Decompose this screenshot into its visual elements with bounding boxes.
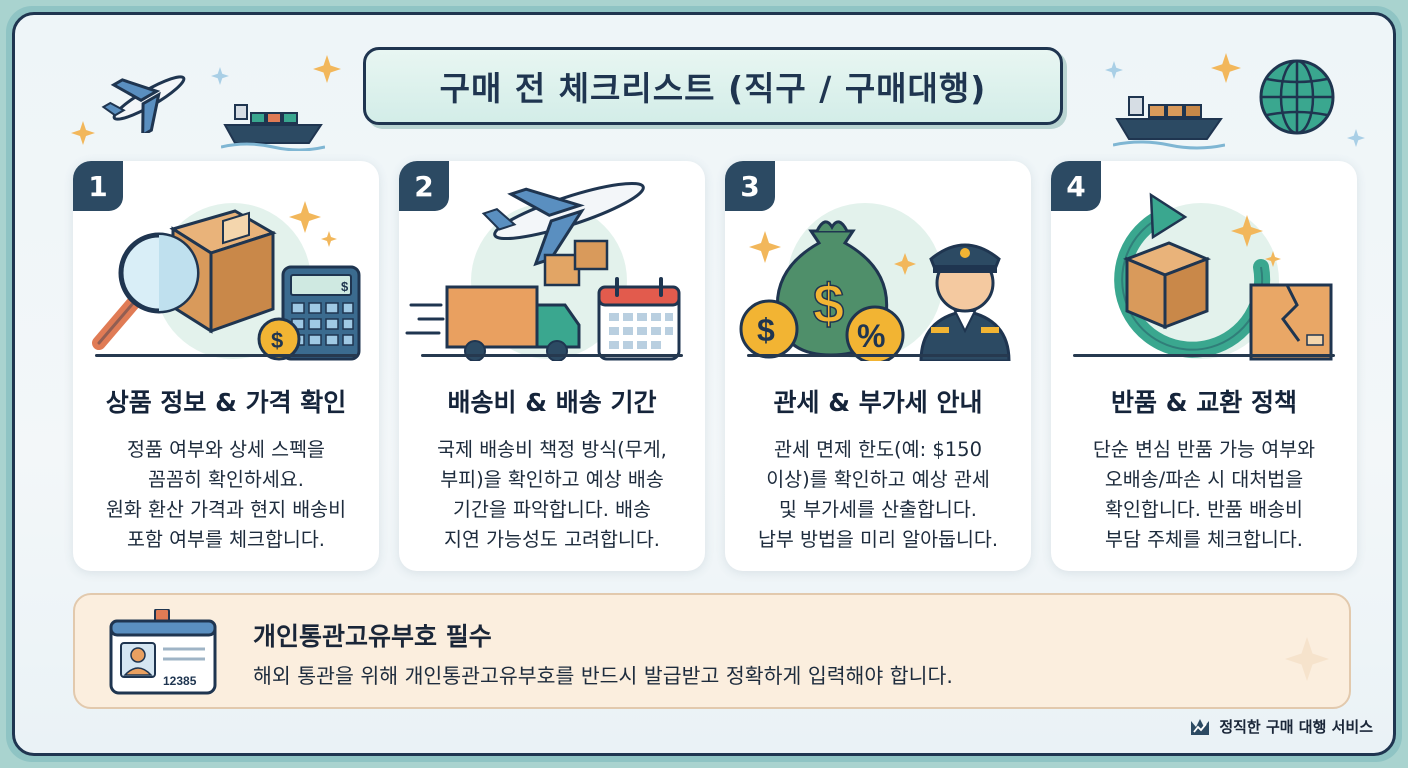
box-icon [543,239,609,287]
customs-officer-icon [919,243,1011,361]
desc-line: 및 부가세를 산출합니다. [779,498,977,521]
svg-text:%: % [857,318,885,354]
notice-heading: 개인통관고유부호 필수 [253,622,492,651]
notice-text: 해외 통관을 위해 개인통관고유부호를 반드시 발급받고 정확하게 입력해야 합… [253,664,953,688]
sparkle-icon [1285,637,1329,681]
brand-name: 정직한 구매 대행 서비스 [1219,717,1373,736]
airplane-icon [101,75,186,133]
card-description: 단순 변심 반품 가능 여부와 오배송/파손 시 대처법을 확인합니다. 반품 … [1063,435,1345,555]
id-card-icon: 12385 [109,609,217,695]
sparkle-icon [1105,61,1123,79]
sparkle-icon [71,121,95,145]
card-illustration: $ $ [92,201,361,361]
card-illustration: $ $ % [739,203,1011,361]
desc-line: 확인합니다. 반품 배송비 [1105,498,1303,521]
calculator-icon: $ [281,265,361,361]
card-description: 국제 배송비 책정 방식(무게, 부피)을 확인하고 예상 배송 기간을 파악합… [411,435,693,555]
desc-line: 부피)을 확인하고 예상 배송 [440,468,664,491]
illustration-baseline [95,354,357,357]
card-number-badge: 2 [399,161,449,211]
brand-logo-icon [1191,719,1210,735]
customs-code-notice: 12385 개인통관고유부호 필수 해외 통관을 위해 개인통관고유부호를 반드… [73,593,1351,709]
footer-brand: 정직한 구매 대행 서비스 [1189,715,1373,737]
svg-text:$: $ [813,272,844,335]
illustration-baseline [1073,354,1335,357]
card-heading: 상품 정보 & 가격 확인 [105,388,347,417]
sparkle-icon [1347,129,1365,147]
globe-icon [1259,59,1335,135]
truck-icon [405,285,581,361]
desc-line: 관세 면제 한도(예: $150 [774,438,982,461]
checklist-card-1: 1 $ [73,161,379,571]
desc-line: 부담 주체를 체크합니다. [1105,528,1303,551]
card-number-badge: 4 [1051,161,1101,211]
coin-icon: $ [257,317,301,361]
illustration-baseline [421,354,683,357]
svg-text:$: $ [341,279,349,294]
desc-line: 오배송/파손 시 대처법을 [1104,468,1304,491]
cargo-ship-icon [221,104,325,151]
sparkle-icon [1211,53,1241,83]
title-box: 구매 전 체크리스트 (직구 / 구매대행) [363,47,1063,125]
checklist-card-4: 4 반품 & 교환 정책 단순 변심 반품 가능 여 [1051,161,1357,571]
box-icon [1122,241,1212,330]
card-heading: 반품 & 교환 정책 [1111,388,1297,417]
svg-text:$: $ [271,328,283,353]
damaged-box-icon [1249,283,1333,361]
magnifier-icon [92,232,200,350]
cargo-ship-icon [1113,96,1225,150]
desc-line: 국제 배송비 책정 방식(무게, [437,438,667,461]
desc-line: 이상)를 확인하고 예상 관세 [766,468,990,491]
percent-coin-icon: % [845,305,905,361]
desc-line: 지연 가능성도 고려합니다. [444,528,660,551]
calendar-icon [597,277,681,361]
desc-line: 단순 변심 반품 가능 여부와 [1092,438,1316,461]
card-number-badge: 1 [73,161,123,211]
dollar-coin-icon: $ [739,299,799,359]
svg-text:$: $ [757,312,775,348]
card-description: 관세 면제 한도(예: $150 이상)를 확인하고 예상 관세 및 부가세를 … [737,435,1019,555]
page-title: 구매 전 체크리스트 (직구 / 구매대행) [439,69,987,108]
airplane-icon [481,181,645,267]
infographic-panel: 구매 전 체크리스트 (직구 / 구매대행) 1 $ [12,12,1396,756]
card-heading: 관세 & 부가세 안내 [773,388,983,417]
card-description: 정품 여부와 상세 스펙을 꼼꼼히 확인하세요. 원화 환산 가격과 현지 배송… [85,435,367,555]
checklist-card-3: 3 $ $ % [725,161,1031,571]
desc-line: 정품 여부와 상세 스펙을 [127,438,325,461]
desc-line: 포함 여부를 체크합니다. [127,528,325,551]
desc-line: 기간을 파악합니다. 배송 [453,498,651,521]
card-heading: 배송비 & 배송 기간 [447,388,657,417]
sparkle-icon [211,67,229,85]
card-number-badge: 3 [725,161,775,211]
card-illustration [1114,192,1333,361]
desc-line: 납부 방법을 미리 알아둡니다. [757,528,999,551]
illustration-baseline [747,354,1009,357]
desc-line: 꼼꼼히 확인하세요. [148,468,304,491]
sparkle-icon [313,55,341,83]
desc-line: 원화 환산 가격과 현지 배송비 [105,498,347,521]
card-illustration [405,181,681,361]
checklist-card-2: 2 [399,161,705,571]
id-card-number: 12385 [163,674,197,688]
outer-frame: 구매 전 체크리스트 (직구 / 구매대행) 1 $ [6,6,1402,762]
